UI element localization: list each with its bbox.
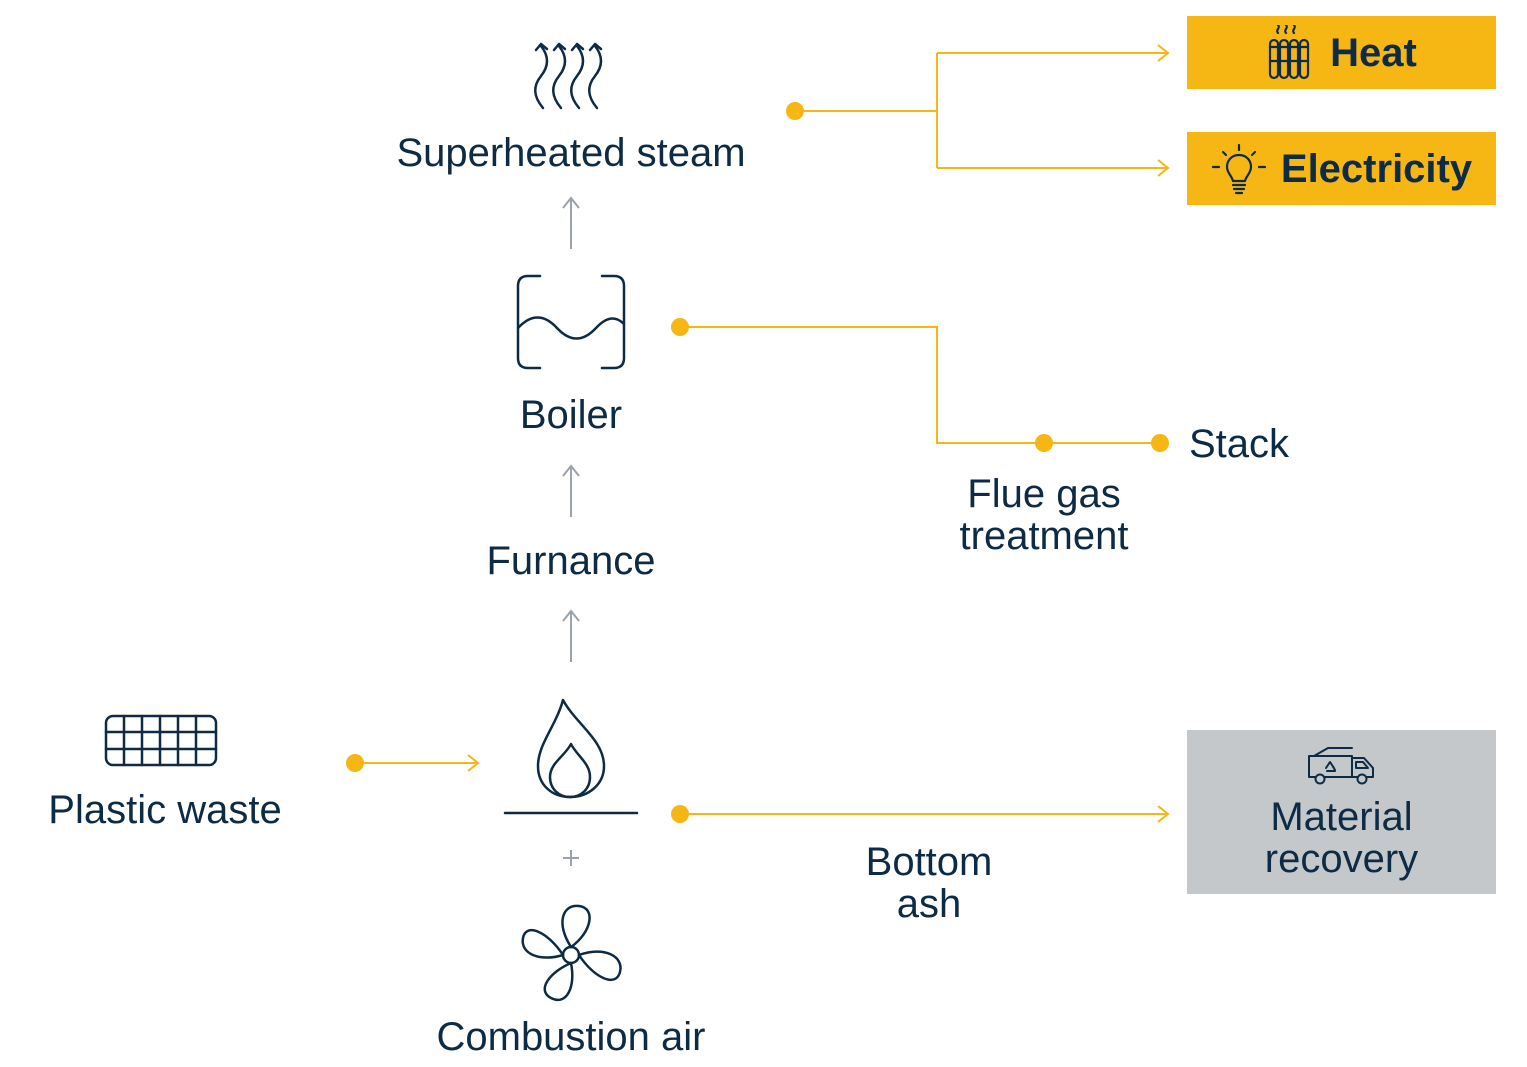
bottom-ash-line1: Bottom <box>865 840 993 884</box>
material-recovery-box: Material recovery <box>1187 730 1496 894</box>
arrow-boiler-to-steam <box>562 196 580 249</box>
superheated-steam-label: Superheated steam <box>396 131 746 175</box>
ash-connector-dot <box>671 805 689 823</box>
flue-gas-line2: treatment <box>959 514 1129 558</box>
arrow-flame-to-furnance <box>562 609 580 662</box>
waste-arrowhead <box>467 754 480 772</box>
heat-box: Heat <box>1187 16 1496 89</box>
boiler-connector-dot <box>671 318 689 336</box>
electricity-label: Electricity <box>1280 146 1473 191</box>
heat-label: Heat <box>1330 30 1417 75</box>
flue-gas-line1: Flue gas <box>967 472 1121 516</box>
stack-label: Stack <box>1189 422 1290 466</box>
plastic-waste-icon <box>104 714 218 767</box>
electricity-arrowhead <box>1157 159 1170 177</box>
stack-dot <box>1151 434 1169 452</box>
boiler-icon <box>516 274 626 370</box>
steam-icon <box>534 42 603 110</box>
electricity-box: Electricity <box>1187 132 1496 205</box>
flue-gas-treatment-label: Flue gas treatment <box>924 473 1164 557</box>
steam-connector-dot <box>786 102 804 120</box>
combustion-air-label: Combustion air <box>436 1015 706 1059</box>
waste-connector-dot <box>346 754 364 772</box>
arrow-furnance-to-boiler <box>562 464 580 517</box>
fan-icon <box>521 904 622 1002</box>
plastic-waste-label: Plastic waste <box>48 788 282 832</box>
material-recovery-line2: recovery <box>1264 837 1419 881</box>
material-recovery-line1: Material <box>1270 795 1413 839</box>
plus-sign <box>563 850 579 866</box>
bottom-ash-line2: ash <box>896 882 962 926</box>
bottom-ash-label: Bottom ash <box>829 841 1029 925</box>
boiler-to-stack-connector <box>680 326 1160 444</box>
furnance-label: Furnance <box>486 539 656 583</box>
steam-to-outputs-connector <box>795 52 1168 169</box>
boiler-label: Boiler <box>519 393 623 437</box>
radiator-icon <box>1269 24 1310 79</box>
flue-gas-dot <box>1035 434 1053 452</box>
recovery-arrowhead <box>1157 805 1170 823</box>
flame-icon <box>536 698 606 799</box>
heat-arrowhead <box>1157 44 1170 62</box>
lightbulb-icon <box>1211 143 1266 194</box>
recycling-truck-icon <box>1307 747 1374 785</box>
